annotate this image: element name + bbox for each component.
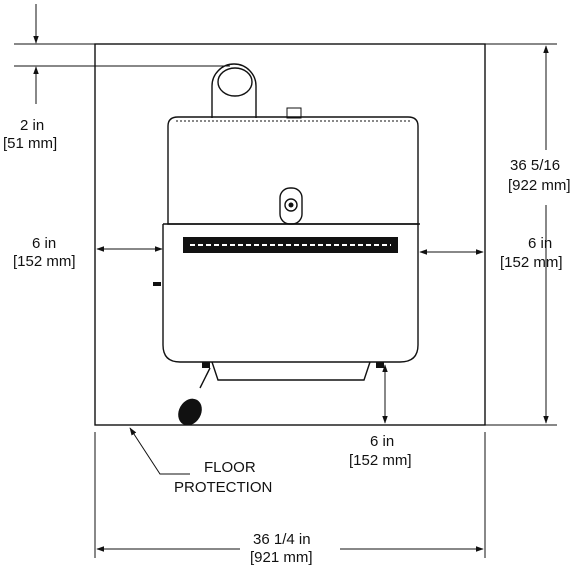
height-metric: [922 mm] (508, 177, 571, 194)
heater-unit (153, 63, 420, 426)
heater-lower-cabinet (162, 224, 419, 363)
bottom-clearance-dimension: 6 in [152 mm] (349, 364, 412, 469)
right-clearance-dimension: 6 in [152 mm] (419, 235, 563, 271)
floor-protection-callout: FLOOR PROTECTION (129, 427, 272, 496)
top-clearance-dimension: 2 in [51 mm] (3, 4, 230, 152)
top-clearance-metric: [51 mm] (3, 135, 57, 152)
bottom-clearance-imperial: 6 in (370, 433, 394, 450)
left-clearance-dimension: 6 in [152 mm] (13, 235, 163, 270)
bottom-clearance-metric: [152 mm] (349, 452, 412, 469)
right-clearance-imperial: 6 in (528, 235, 552, 252)
height-dimension: 36 5/16 [922 mm] (485, 43, 571, 426)
width-metric: [921 mm] (250, 549, 313, 566)
width-dimension: 36 1/4 in [921 mm] (94, 432, 486, 566)
flue-pipe-opening (217, 67, 253, 97)
right-clearance-metric: [152 mm] (500, 254, 563, 271)
height-imperial: 36 5/16 (510, 157, 560, 174)
gas-valve-handle (199, 367, 211, 389)
floor-protection-outline (94, 43, 486, 426)
left-clearance-imperial: 6 in (32, 235, 56, 252)
heater-upper-cabinet (167, 126, 419, 225)
flue-pipe (211, 63, 257, 118)
left-clearance-metric: [152 mm] (13, 253, 76, 270)
top-clearance-imperial: 2 in (20, 117, 44, 134)
gas-valve-knob (178, 398, 202, 426)
width-imperial: 36 1/4 in (253, 531, 311, 548)
floor-protection-line1: FLOOR (204, 459, 256, 476)
floor-protection-line2: PROTECTION (174, 479, 272, 496)
